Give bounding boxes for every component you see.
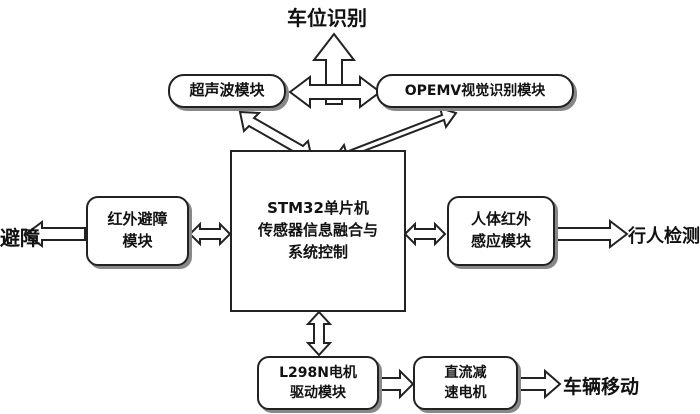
ultrasonic-module-box: 超声波模块 [168, 74, 286, 108]
arrow-left-to-avoidance [24, 220, 86, 248]
obstacle-avoidance-label: 避障 [0, 226, 40, 250]
arrow-ir-mcu [188, 221, 232, 247]
arrow-mcu-humanir [403, 221, 447, 247]
arrow-right-to-pedestrian [554, 218, 629, 250]
pedestrian-detection-label: 行人检测 [628, 226, 700, 247]
human-ir-module-box: 人体红外 感应模块 [447, 196, 555, 266]
arrow-motor-to-movement [517, 368, 562, 400]
l298n-driver-box: L298N电机 驱动模块 [257, 356, 379, 410]
openmv-module-box: OPEMV视觉识别模块 [376, 74, 574, 108]
vehicle-movement-label: 车辆移动 [563, 376, 640, 398]
arrow-mcu-l298n [305, 310, 333, 357]
ir-avoidance-module-box: 红外避障 模块 [86, 196, 189, 266]
parking-recognition-label: 车位识别 [287, 6, 367, 30]
mcu-control-box: STM32单片机 传感器信息融合与 系统控制 [230, 150, 406, 312]
dc-motor-box: 直流减 速电机 [413, 356, 518, 410]
arrow-l298n-motor [379, 368, 415, 400]
